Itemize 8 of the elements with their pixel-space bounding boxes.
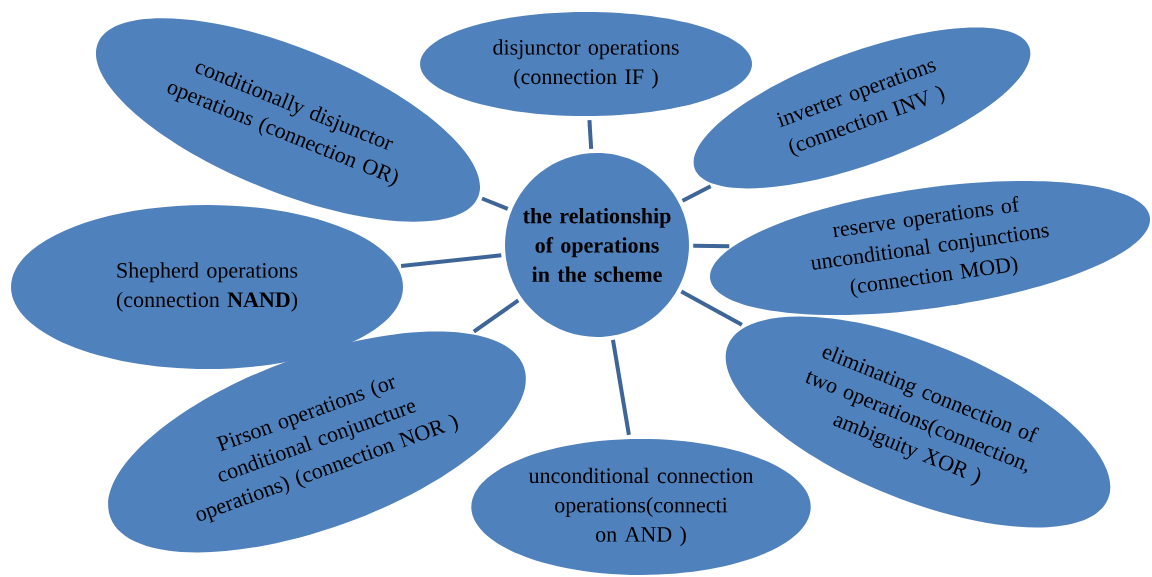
connector-line [680,289,743,327]
connector-line [610,339,631,436]
connector-line [681,184,712,203]
connector-line [472,298,520,334]
connector-line [587,120,594,150]
connector-line [481,196,509,211]
connector-line [693,243,730,249]
connector-line [400,253,502,269]
